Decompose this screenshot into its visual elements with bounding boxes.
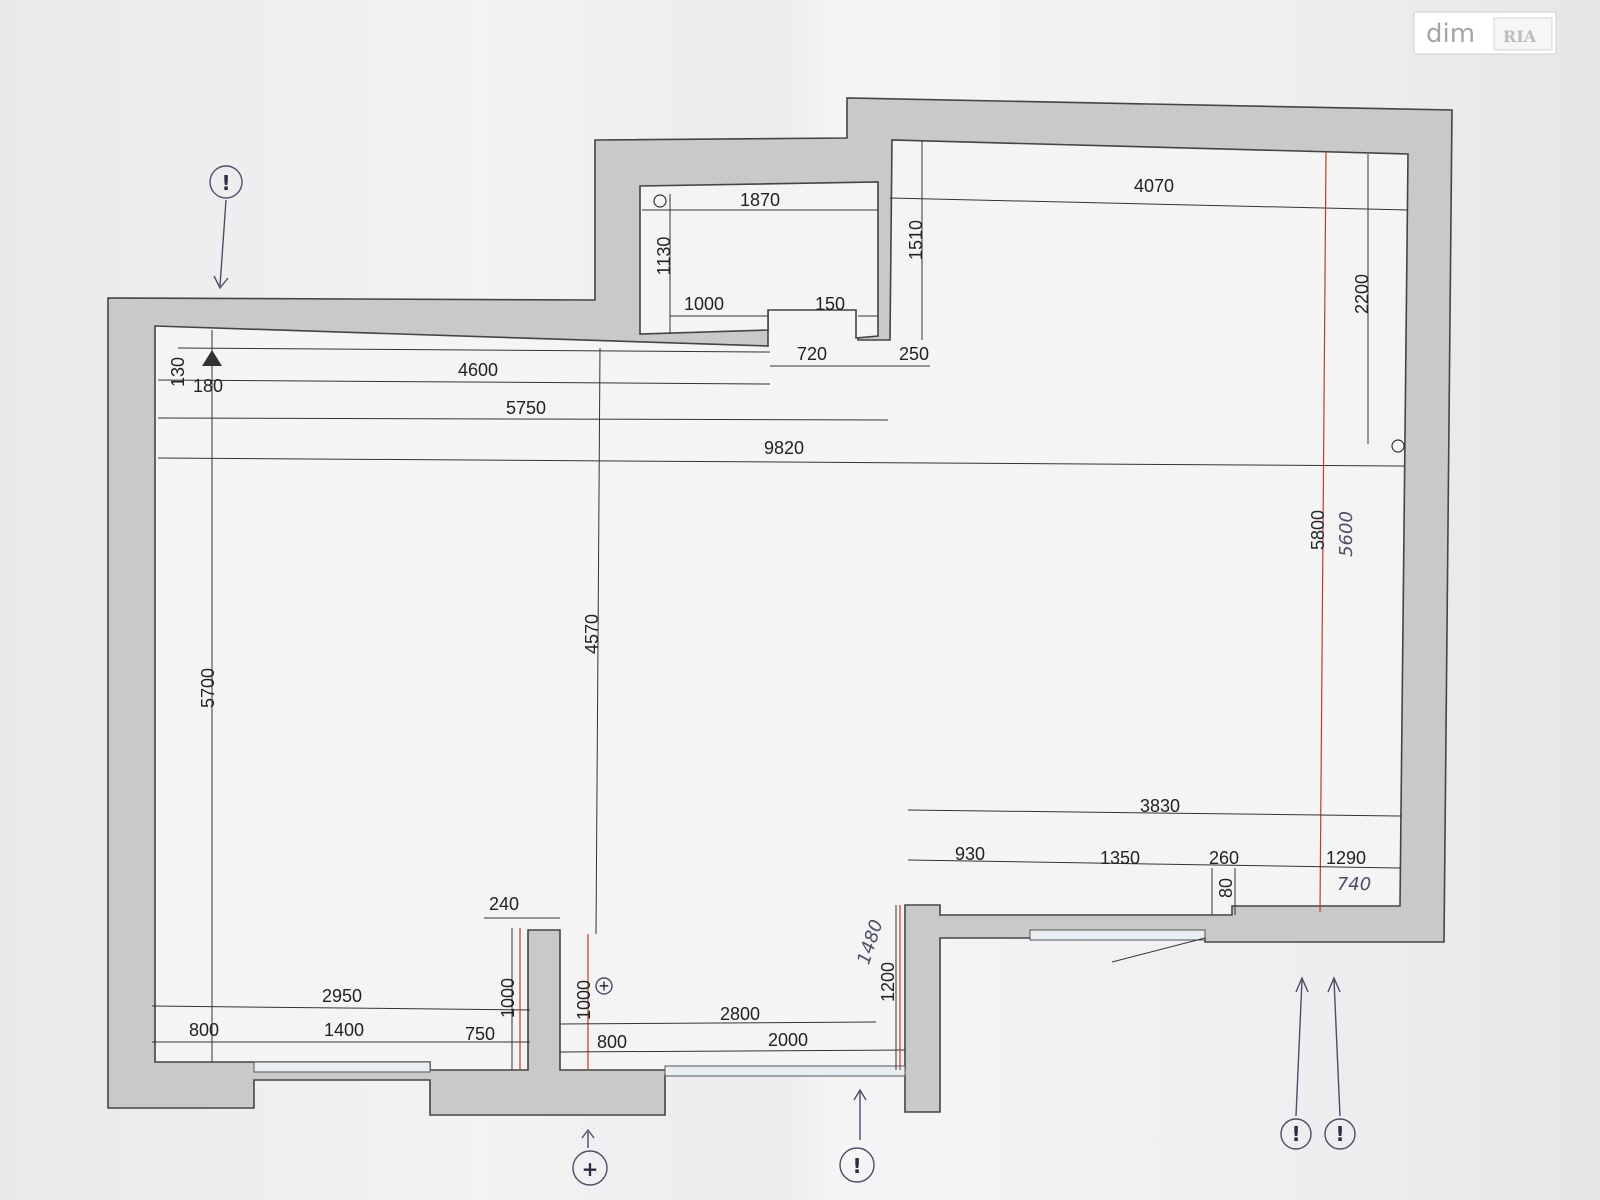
svg-text:+: + xyxy=(599,976,610,996)
dim-250: 250 xyxy=(899,344,929,364)
dim-2800: 2800 xyxy=(720,1004,760,1024)
dim-240: 240 xyxy=(489,894,519,914)
dim-1400: 1400 xyxy=(324,1020,364,1040)
marker-exclaim-bottom-right-1: ! xyxy=(1280,976,1312,1150)
marker-exclaim-top-left: ! xyxy=(209,165,243,290)
dimension-lines xyxy=(151,140,1409,1070)
dim-5750: 5750 xyxy=(506,398,546,418)
dim-800-left: 800 xyxy=(189,1020,219,1040)
svg-text:!: ! xyxy=(852,1154,861,1178)
window-bottom-left xyxy=(253,1061,431,1073)
dim-1510: 1510 xyxy=(906,220,926,260)
dim-5600-handwritten: 5600 xyxy=(1336,511,1357,557)
dim-1000-bottom-mid: 1000 xyxy=(574,980,594,1020)
marker-plus-bottom: + xyxy=(572,1128,608,1186)
dim-4570: 4570 xyxy=(582,614,602,654)
dim-150: 150 xyxy=(815,294,845,314)
door-swing xyxy=(1111,937,1206,963)
niche-circle-icon xyxy=(653,194,667,208)
dim-5700: 5700 xyxy=(198,668,218,708)
dim-740-handwritten: 740 xyxy=(1337,874,1371,895)
watermark-sub: RIA xyxy=(1503,27,1537,46)
window-bottom-mid xyxy=(664,1065,906,1077)
corner-circle-icon xyxy=(1391,439,1405,453)
dim-9820: 9820 xyxy=(764,438,804,458)
dim-1130: 1130 xyxy=(654,237,674,276)
dim-1350: 1350 xyxy=(1100,848,1140,868)
watermark-brand: dim xyxy=(1426,19,1475,49)
svg-text:!: ! xyxy=(1335,1122,1344,1146)
dim-130: 130 xyxy=(168,357,188,387)
dim-80: 80 xyxy=(1216,878,1236,898)
dim-1200: 1200 xyxy=(878,962,898,1002)
svg-text:!: ! xyxy=(1291,1122,1300,1146)
marker-plus-small: + xyxy=(595,976,613,996)
dim-930: 930 xyxy=(955,844,985,864)
dim-4600: 4600 xyxy=(458,360,498,380)
dim-5800: 5800 xyxy=(1308,510,1328,550)
dim-1290: 1290 xyxy=(1326,848,1366,868)
marker-exclaim-bottom-right-2: ! xyxy=(1324,976,1356,1150)
dim-800-mid: 800 xyxy=(597,1032,627,1052)
dim-720: 720 xyxy=(797,344,827,364)
dim-2200: 2200 xyxy=(1352,274,1372,314)
dim-260: 260 xyxy=(1209,848,1239,868)
dim-1870: 1870 xyxy=(740,190,780,210)
dim-750: 750 xyxy=(465,1024,495,1044)
dim-180: 180 xyxy=(193,376,223,396)
dim-4070: 4070 xyxy=(1134,176,1174,196)
watermark-logo: dim RIA xyxy=(1413,11,1557,55)
niche-room xyxy=(639,181,879,339)
dim-2000: 2000 xyxy=(768,1030,808,1050)
dim-1000-bottom-left: 1000 xyxy=(498,978,518,1018)
dim-2950: 2950 xyxy=(322,986,362,1006)
marker-exclaim-bottom-mid: ! xyxy=(839,1088,875,1183)
svg-text:+: + xyxy=(582,1157,599,1181)
dim-3830: 3830 xyxy=(1140,796,1180,816)
window-bottom-right xyxy=(1029,929,1206,941)
svg-text:!: ! xyxy=(221,171,230,195)
dim-1000-niche: 1000 xyxy=(684,294,724,314)
